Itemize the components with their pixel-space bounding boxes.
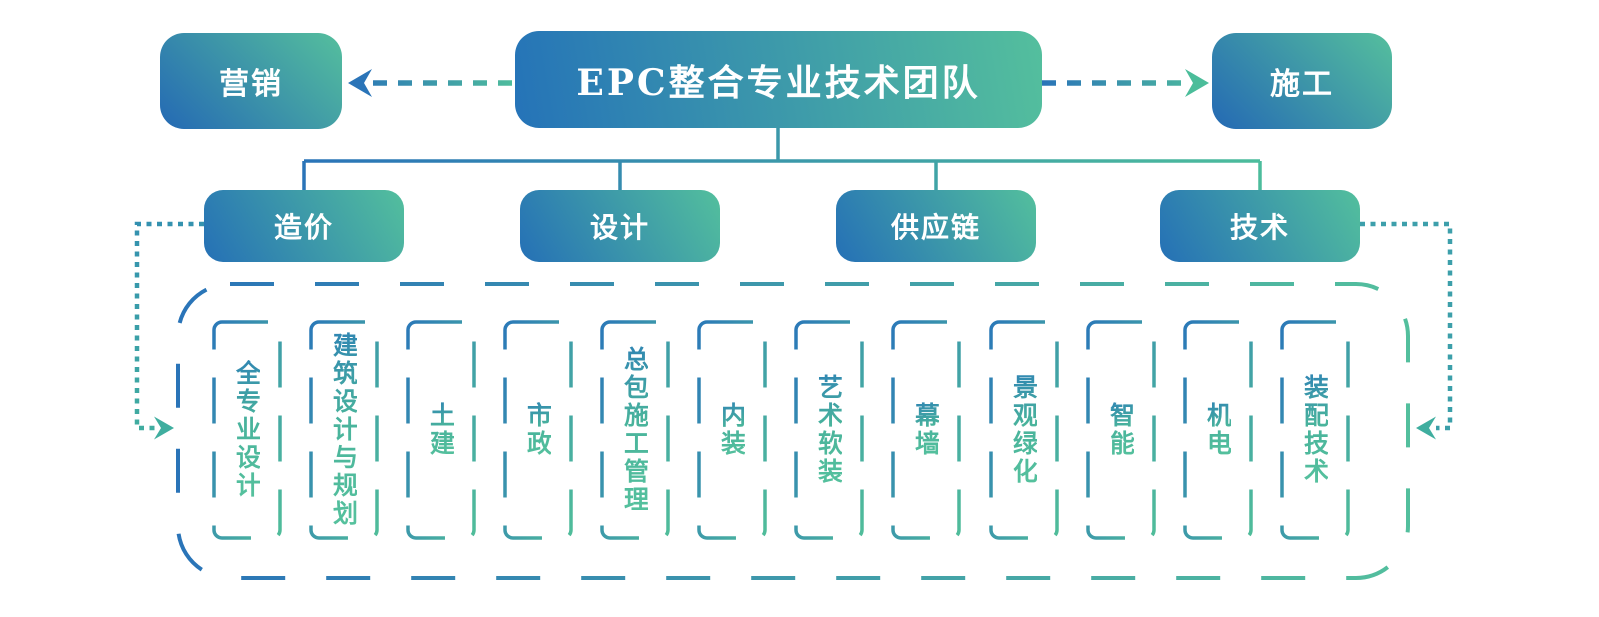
dotted-arrowhead-left-icon <box>154 416 174 440</box>
specialty-label: 土建 <box>426 402 456 458</box>
specialty-label: 建筑设计与规划 <box>329 332 359 528</box>
construction-label: 施工 <box>1270 67 1334 102</box>
arrowhead-left-icon <box>348 69 372 97</box>
arrowhead-right-icon <box>1185 69 1209 97</box>
construction-node: 施工 <box>1212 33 1392 129</box>
dotted-arrowhead-right-icon <box>1416 416 1436 440</box>
specialty-label: 内装 <box>717 402 747 458</box>
specialty-label: 景观绿化 <box>1009 374 1039 486</box>
right-dashed-arrow <box>1042 69 1209 97</box>
branch-label-cost: 造价 <box>273 211 334 244</box>
branch-node-technology: 技术 <box>1160 190 1360 262</box>
branch-node-supply-chain: 供应链 <box>836 190 1036 262</box>
specialty-label: 装配技术 <box>1300 374 1330 486</box>
specialty-label: 智能 <box>1106 402 1136 458</box>
branch-node-cost: 造价 <box>204 190 404 262</box>
tree-connector <box>302 128 1262 191</box>
marketing-label: 营销 <box>219 67 283 102</box>
specialty-item: 内装 <box>699 322 765 538</box>
specialty-item: 装配技术 <box>1282 322 1348 538</box>
specialty-label: 市政 <box>523 402 553 458</box>
left-dashed-arrow <box>348 69 515 97</box>
specialty-item: 景观绿化 <box>991 322 1057 538</box>
specialty-item: 艺术软装 <box>796 322 862 538</box>
left-dotted-connector <box>134 221 204 440</box>
epc-team-root-label: EPC整合专业技术团队 <box>576 61 981 104</box>
specialties-container-border <box>176 282 1410 580</box>
specialty-item: 建筑设计与规划 <box>311 322 377 538</box>
marketing-node: 营销 <box>160 33 342 129</box>
specialty-label: 机电 <box>1203 402 1233 458</box>
specialty-label: 幕墙 <box>911 402 941 458</box>
branch-label-supply-chain: 供应链 <box>890 211 981 244</box>
specialty-item: 市政 <box>505 322 571 538</box>
branch-label-design: 设计 <box>589 211 650 244</box>
specialty-label: 艺术软装 <box>814 374 844 486</box>
specialty-label: 总包施工管理 <box>620 346 650 514</box>
branch-node-design: 设计 <box>520 190 720 262</box>
specialty-item: 全专业设计 <box>214 322 280 538</box>
specialty-item: 机电 <box>1185 322 1251 538</box>
specialty-box-borders <box>212 320 1350 540</box>
epc-team-root-node: EPC整合专业技术团队 <box>515 31 1042 128</box>
specialty-item: 总包施工管理 <box>602 322 668 538</box>
specialty-item: 土建 <box>408 322 474 538</box>
specialty-item: 幕墙 <box>893 322 959 538</box>
right-dotted-connector <box>1360 221 1453 440</box>
specialty-item: 智能 <box>1088 322 1154 538</box>
specialty-label: 全专业设计 <box>232 360 262 500</box>
branch-label-technology: 技术 <box>1229 211 1290 244</box>
